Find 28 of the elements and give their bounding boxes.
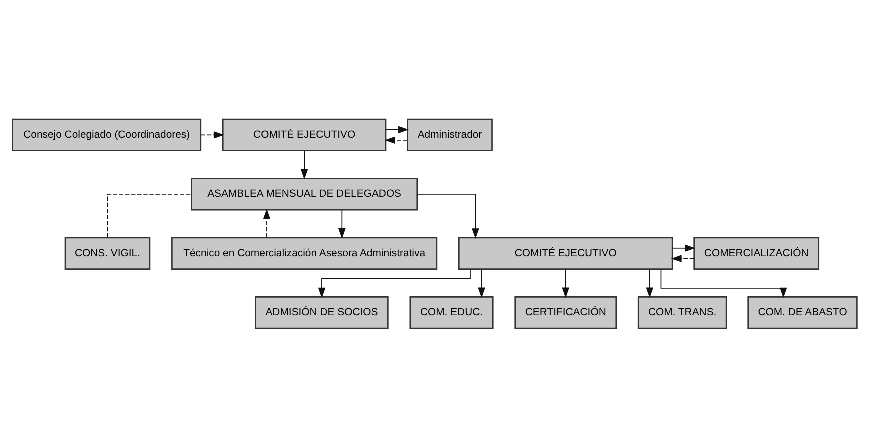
arrow — [338, 209, 346, 239]
node-box: Técnico en Comercialización Asesora Administrativa — [172, 236, 438, 270]
arrow — [646, 268, 654, 298]
node-box: COM. EDUC. — [410, 296, 494, 329]
node-box: ADMISIÓN DE SOCIOS — [255, 296, 389, 329]
arrow — [263, 208, 271, 238]
node-box: COMERCIALIZACIÓN — [694, 236, 820, 270]
node-box: COMITÉ EJECUTIVO — [458, 236, 674, 270]
arrow — [478, 268, 486, 298]
node-box: COM. DE ABASTO — [748, 296, 858, 329]
arrow — [562, 268, 570, 298]
arrow — [672, 244, 696, 252]
arrow — [417, 193, 480, 239]
arrow — [200, 131, 224, 138]
node-box: CERTIFICACIÓN — [514, 296, 618, 329]
arrow — [384, 136, 408, 144]
node-box: CONS. VIGIL. — [64, 236, 151, 270]
arrow — [660, 268, 788, 298]
node-box: COMITÉ EJECUTIVO — [222, 118, 387, 151]
node-box: Consejo Colegiado (Coordinadores) — [12, 118, 202, 151]
arrow — [386, 126, 409, 134]
arrow — [300, 150, 308, 180]
node-box: Administrador — [407, 118, 493, 151]
node-box: ASAMBLEA MENSUAL DE DELEGADOS — [191, 178, 418, 210]
connector — [107, 193, 192, 238]
arrow — [671, 254, 695, 262]
arrow — [318, 268, 471, 298]
node-box: COM. TRANS. — [638, 296, 728, 329]
